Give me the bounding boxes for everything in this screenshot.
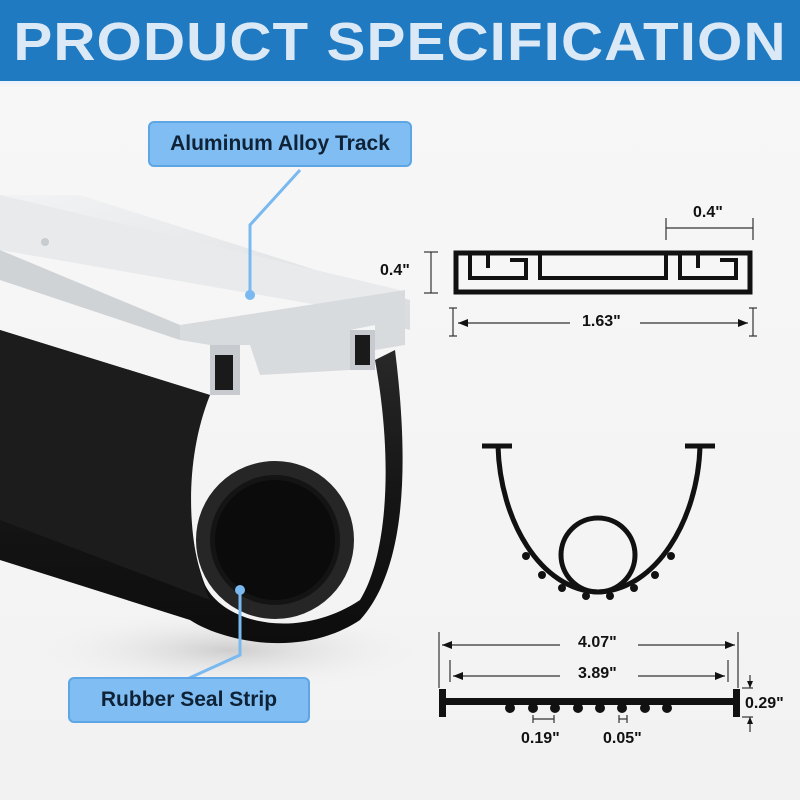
track-height-label: 0.4" [380, 262, 410, 279]
callout-aluminum-track: Aluminum Alloy Track [148, 121, 412, 167]
page-title: PRODUCT SPECIFICATION [13, 12, 787, 72]
seal-profile-drawing [482, 443, 715, 600]
seal-bead-spacing-label: 0.19" [521, 730, 560, 747]
seal-bead-size-label: 0.05" [603, 730, 642, 747]
track-profile-drawing [424, 218, 757, 337]
callout-seal-label: Rubber Seal Strip [100, 688, 278, 711]
track-total-width-label: 1.63" [582, 313, 621, 330]
header-banner: PRODUCT SPECIFICATION [0, 0, 800, 84]
seal-outer-width-label: 4.07" [578, 634, 617, 651]
track-channel-width-label: 0.4" [693, 204, 723, 221]
callout-track-label: Aluminum Alloy Track [170, 132, 390, 155]
callout-rubber-seal: Rubber Seal Strip [68, 677, 310, 723]
seal-inner-width-label: 3.89" [578, 665, 617, 682]
seal-thickness-label: 0.29" [745, 695, 784, 712]
seal-flat-profile-drawing [438, 632, 753, 732]
